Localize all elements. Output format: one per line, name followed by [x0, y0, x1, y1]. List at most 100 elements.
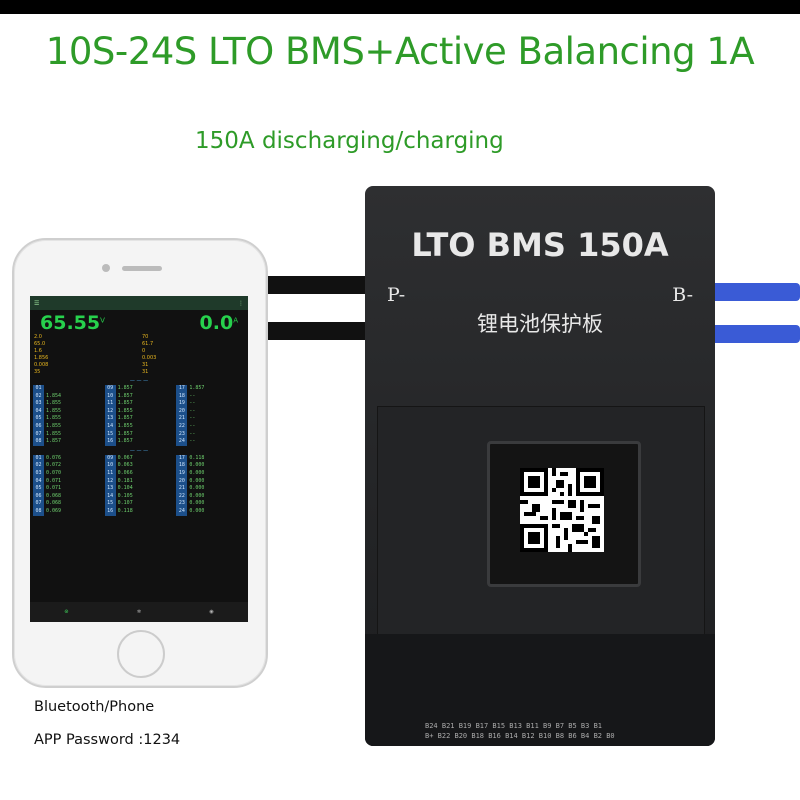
- stat-value: 0: [142, 348, 146, 354]
- cell-value: 0.076: [46, 454, 62, 461]
- chinese-label: 锂电池保护板: [477, 312, 603, 336]
- cell-value: 0.071: [46, 477, 62, 484]
- cell-value: 1.857: [117, 400, 133, 407]
- tab-status[interactable]: ⊛: [64, 609, 69, 615]
- cable-b-top: [705, 283, 800, 301]
- stat-value: 1.856: [34, 355, 49, 361]
- cell-voltage-item: 21--: [176, 415, 245, 423]
- cell-value: 1.855: [117, 407, 133, 414]
- cell-index: 02: [33, 392, 44, 401]
- cell-index: 03: [33, 400, 44, 408]
- stat-value: 0.003: [142, 355, 157, 361]
- cell-index: 14: [104, 492, 116, 501]
- cell-index: 12: [104, 407, 116, 416]
- stat-value: 65.0: [34, 341, 46, 347]
- cell-value: --: [189, 407, 196, 414]
- terminal-p-minus: P-: [387, 284, 406, 306]
- cell-voltage-item: 01: [33, 385, 102, 393]
- cell-index: 19: [176, 469, 188, 478]
- cell-index: 05: [33, 415, 44, 423]
- cell-value: 0.070: [46, 469, 62, 476]
- cell-value: 0.107: [117, 500, 133, 507]
- cell-value: 0.071: [46, 485, 62, 492]
- cell-index: 01: [33, 385, 44, 393]
- home-button[interactable]: [117, 630, 165, 678]
- cell-value: --: [189, 438, 196, 445]
- cell-value: 1.857: [117, 385, 133, 391]
- stat-value: 1.6: [34, 348, 42, 354]
- cell-index: 10: [104, 462, 116, 470]
- pin-labels-row1: B24 B21 B19 B17 B15 B13 B11 B9 B7 B5 B3 …: [425, 722, 603, 730]
- speaker-grille: [122, 266, 162, 271]
- main-readings: 65.55V 0.0A: [30, 310, 248, 334]
- cell-value: 0.068: [46, 492, 62, 499]
- current-unit: A: [233, 316, 238, 325]
- cell-value: 1.855: [46, 415, 62, 422]
- qr-code-icon: [520, 468, 604, 552]
- cell-value: 1.855: [117, 422, 133, 429]
- cell-voltage-item: 18--: [176, 392, 245, 401]
- camera-icon: [102, 264, 110, 272]
- cell-index: 18: [176, 462, 188, 470]
- resistance-section-header: — — —: [129, 447, 149, 454]
- cell-index: 03: [33, 469, 44, 478]
- cell-value: 1.854: [46, 392, 62, 399]
- cell-value: 0.000: [189, 462, 205, 469]
- cell-value: 0.072: [46, 462, 62, 469]
- cell-index: 08: [33, 507, 44, 516]
- cell-index: 23: [176, 500, 188, 508]
- cell-voltage-item: 20--: [176, 407, 245, 416]
- cell-value: 0.105: [117, 492, 133, 499]
- stat-value: 70: [142, 334, 149, 340]
- cell-value: 1.857: [189, 385, 205, 391]
- cell-value: 0.068: [46, 500, 62, 507]
- cell-index: 06: [33, 422, 44, 431]
- cell-index: 23: [176, 430, 188, 439]
- cell-index: 05: [33, 485, 44, 493]
- app-header: ☰ ⋮: [30, 296, 248, 310]
- cell-index: 12: [104, 477, 116, 486]
- kebab-menu-icon[interactable]: ⋮: [238, 299, 244, 307]
- stat-value: 61.7: [142, 341, 154, 347]
- cell-value: 0.000: [189, 485, 205, 492]
- total-voltage: 65.55: [40, 312, 101, 334]
- cell-value: 1.855: [46, 422, 62, 429]
- cell-value: 0.000: [189, 507, 205, 514]
- cell-value: 0.118: [117, 507, 133, 514]
- cell-index: 20: [176, 477, 188, 486]
- cell-value: 0.181: [117, 477, 133, 484]
- cell-index: 02: [33, 462, 44, 470]
- tab-settings[interactable]: ✲: [136, 609, 142, 615]
- cell-value: --: [189, 430, 196, 437]
- cell-index: 09: [104, 385, 116, 393]
- cell-voltage-item: 24--: [176, 438, 245, 446]
- tab-control[interactable]: ◉: [209, 609, 214, 615]
- pin-labels-row2: B+ B22 B20 B18 B16 B14 B12 B10 B8 B6 B4 …: [425, 732, 615, 740]
- menu-icon[interactable]: ☰: [34, 299, 40, 307]
- stat-value: 2.0: [34, 334, 42, 340]
- cell-index: 07: [33, 430, 44, 439]
- cell-index: 16: [104, 438, 116, 446]
- terminal-b-minus: B-: [672, 284, 693, 306]
